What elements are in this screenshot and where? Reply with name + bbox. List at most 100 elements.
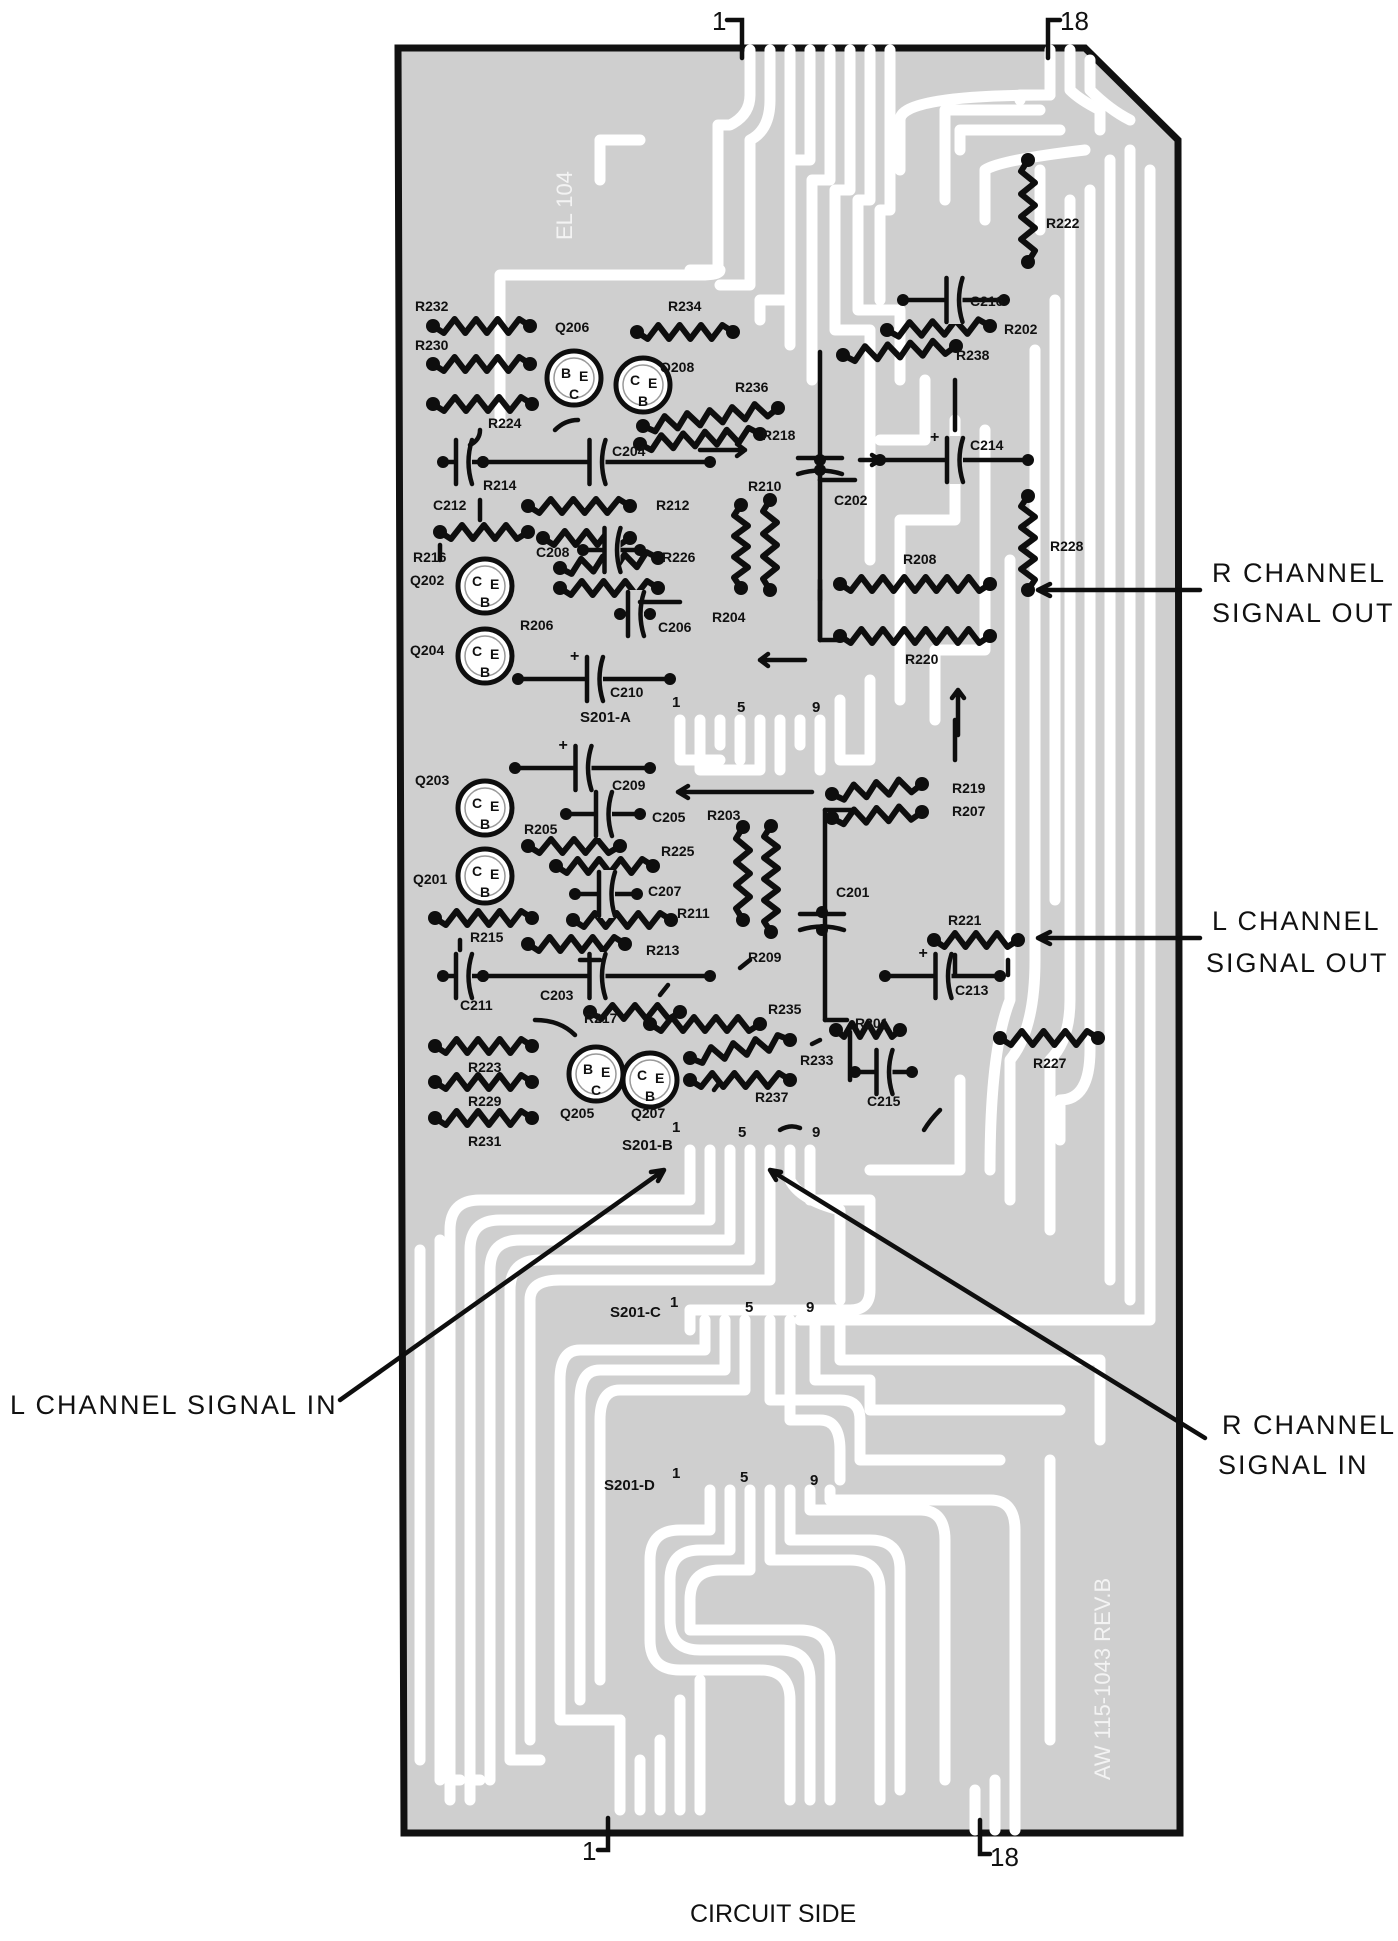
resistor-label: R228 bbox=[1050, 538, 1084, 554]
board-marking-bottom: AW 115-1043 REV.B bbox=[1090, 1578, 1115, 1780]
polarity-plus: + bbox=[559, 737, 568, 754]
transistor-pin-label: B bbox=[480, 594, 490, 610]
capacitor-label: C202 bbox=[834, 492, 868, 508]
resistor-label: R210 bbox=[748, 478, 782, 494]
switch-c-pin-9: 9 bbox=[806, 1299, 814, 1316]
l-out-line-2: SIGNAL OUT bbox=[1206, 948, 1389, 978]
resistor-r231: R231 bbox=[428, 1108, 539, 1149]
caption: CIRCUIT SIDE bbox=[690, 1900, 856, 1928]
resistor-label: R219 bbox=[952, 780, 986, 796]
resistor-r232: R232 bbox=[415, 298, 537, 336]
resistor-r204: R204 bbox=[712, 493, 780, 625]
transistor-pin-label: B bbox=[480, 884, 490, 900]
transistor-label: Q207 bbox=[631, 1105, 665, 1121]
resistor-label: R227 bbox=[1033, 1055, 1067, 1071]
resistor-layer: R222R202R238R232R230R234R236R218R224R214… bbox=[413, 153, 1105, 1149]
resistor-label: R237 bbox=[755, 1089, 789, 1105]
capacitor-label: C209 bbox=[612, 777, 646, 793]
resistor-label: R234 bbox=[668, 298, 702, 314]
capacitor-label: C216 bbox=[970, 293, 1004, 309]
capacitor-label: C212 bbox=[433, 497, 467, 513]
transistor-label: Q202 bbox=[410, 572, 444, 588]
transistor-label: Q205 bbox=[560, 1105, 594, 1121]
resistor-label: R213 bbox=[646, 942, 680, 958]
resistor-label: R218 bbox=[762, 427, 796, 443]
transistor-pin-label: C bbox=[472, 643, 482, 659]
switch-section-a: S201-A 1 5 9 bbox=[580, 694, 820, 726]
transistor-pin-label: C bbox=[630, 372, 640, 388]
switch-section-d: S201-D 1 5 9 bbox=[604, 1465, 818, 1494]
resistor-r207: R207 bbox=[825, 803, 986, 828]
capacitor-label: C205 bbox=[652, 809, 686, 825]
switch-b-pin-1: 1 bbox=[672, 1119, 680, 1136]
capacitor-label: C204 bbox=[612, 443, 646, 459]
capacitor-label: C210 bbox=[610, 684, 644, 700]
r-out-line-2: SIGNAL OUT bbox=[1212, 598, 1395, 628]
resistor-r203: R203 bbox=[707, 807, 753, 927]
resistor-r238: R238 bbox=[836, 337, 990, 365]
resistor-r227: R227 bbox=[993, 1028, 1105, 1071]
resistor-label: R225 bbox=[661, 843, 695, 859]
transistor-pin-label: C bbox=[472, 573, 482, 589]
resistor-r233: R233 bbox=[683, 1032, 834, 1068]
resistor-r224: R224 bbox=[426, 394, 539, 431]
switch-b-pin-5: 5 bbox=[738, 1124, 746, 1141]
capacitor-c210: + C210 bbox=[512, 648, 676, 704]
switch-d-pin-1: 1 bbox=[672, 1465, 680, 1482]
capacitor-c213: +C213 bbox=[879, 945, 1006, 1001]
resistor-r223: R223 bbox=[428, 1036, 539, 1075]
capacitor-label: C213 bbox=[955, 982, 989, 998]
resistor-r213: R213 bbox=[521, 934, 680, 958]
resistor-label: R222 bbox=[1046, 215, 1080, 231]
switch-c-name: S201-C bbox=[610, 1304, 661, 1321]
capacitor-c214: +C214 bbox=[874, 429, 1034, 485]
resistor-r218: R218 bbox=[633, 424, 796, 454]
resistor-label: R211 bbox=[677, 905, 710, 921]
resistor-r236: R236 bbox=[636, 379, 785, 435]
capacitor-c216: C216 bbox=[897, 275, 1010, 325]
switch-d-pin-5: 5 bbox=[740, 1469, 748, 1486]
polarity-plus: + bbox=[570, 648, 579, 665]
transistor-pin-label: B bbox=[480, 664, 490, 680]
capacitor-c201: C201 bbox=[797, 884, 870, 936]
transistor-pin-label: B bbox=[561, 365, 571, 381]
resistor-r219: R219 bbox=[825, 776, 986, 803]
resistor-r205: R205 bbox=[521, 821, 627, 856]
resistor-r209: R209 bbox=[748, 819, 782, 965]
callout-l-channel-in: L CHANNEL SIGNAL IN bbox=[10, 1167, 667, 1420]
transistor-pin-label: B bbox=[480, 816, 490, 832]
transistor-pin-label: E bbox=[648, 375, 657, 391]
resistor-label: R215 bbox=[470, 929, 504, 945]
switch-c-pin-1: 1 bbox=[670, 1294, 678, 1311]
resistor-label: R231 bbox=[468, 1133, 502, 1149]
resistor-r215: R215 bbox=[428, 908, 539, 945]
resistor-label: R226 bbox=[662, 549, 696, 565]
resistor-r234: R234 bbox=[630, 298, 740, 342]
capacitor-c208: C208 bbox=[536, 525, 646, 575]
capacitor-c209: + C209 bbox=[509, 737, 656, 793]
resistor-label: R235 bbox=[768, 1001, 802, 1017]
resistor-r235: R235 bbox=[643, 1001, 802, 1034]
transistor-pin-label: C bbox=[569, 386, 579, 402]
transistor-pin-label: E bbox=[655, 1070, 664, 1086]
switch-section-b: S201-B 1 5 9 bbox=[622, 1119, 820, 1154]
transistor-pin-label: B bbox=[638, 393, 648, 409]
resistor-r222: R222 bbox=[1018, 153, 1080, 269]
l-in-label: L CHANNEL SIGNAL IN bbox=[10, 1390, 338, 1420]
resistor-label: R223 bbox=[468, 1059, 502, 1075]
resistor-r210: R210 bbox=[731, 478, 782, 595]
resistor-r206: R206 bbox=[520, 578, 665, 633]
transistor-pin-label: E bbox=[579, 368, 588, 384]
callout-l-channel-out: L CHANNEL SIGNAL OUT bbox=[1035, 906, 1389, 978]
resistor-r214: R214 bbox=[483, 477, 637, 516]
edge-pin-bottom-right: 18 bbox=[990, 1842, 1019, 1872]
signal-jumpers bbox=[437, 349, 1011, 1133]
edge-pin-markers: 1 18 1 18 bbox=[582, 6, 1089, 1872]
resistor-label: R203 bbox=[707, 807, 741, 823]
